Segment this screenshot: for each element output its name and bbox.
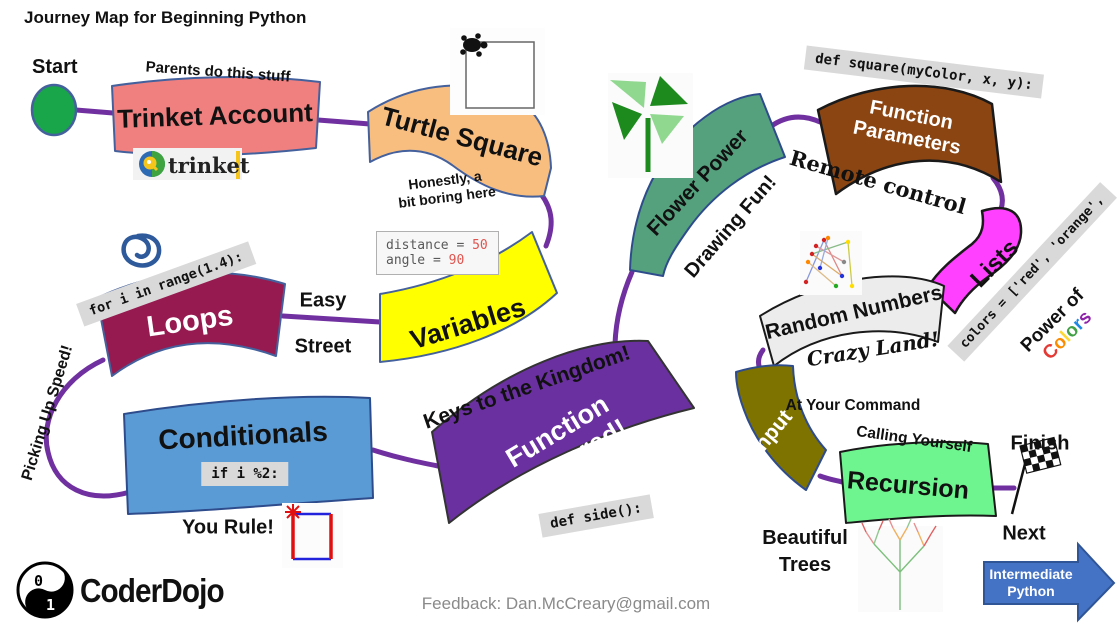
connector-variables-loops <box>280 313 383 325</box>
turtle-square-drawing-icon <box>450 28 545 115</box>
beautiful-trees-note: Beautiful Trees <box>762 525 848 579</box>
feedback-email: Feedback: Dan.McCreary@gmail.com <box>421 594 711 613</box>
coderdojo-wordmark: CoderDojo <box>80 572 225 609</box>
connector-paths <box>43 107 1017 499</box>
banner-recursion <box>839 441 997 524</box>
easy-label: Easy <box>299 289 347 312</box>
banner-function-parameters <box>816 84 1003 196</box>
loop-spiral-icon <box>121 233 162 268</box>
coderdojo-one: 1 <box>46 596 55 614</box>
banner-conditionals <box>123 395 374 515</box>
connector-trinket-turtle <box>315 117 373 127</box>
start-label: Start <box>32 56 78 78</box>
connector-functions-flower <box>612 269 635 347</box>
banner-function-powered <box>431 339 695 524</box>
beautiful-line1: Beautiful <box>762 527 848 549</box>
next-arrow-line2: Python <box>1007 583 1055 599</box>
finish-label: Finish <box>1010 432 1070 455</box>
variables-code-box: distance = 50 angle = 90 <box>376 231 499 275</box>
start-circle <box>30 83 78 137</box>
page-title: Journey Map for Beginning Python <box>24 8 307 27</box>
you-rule-square-drawing-icon <box>282 503 343 568</box>
checkered-flag-icon <box>1010 436 1062 515</box>
if-mod-code: if i %2: <box>201 462 289 486</box>
coderdojo-zero: 0 <box>34 572 43 590</box>
connector-start-trinket <box>73 107 116 116</box>
fractal-tree-icon <box>858 518 943 612</box>
next-arrow-line1: Intermediate <box>989 566 1073 582</box>
at-your-command-note: At Your Command <box>785 397 921 414</box>
trinket-logo-text: trinket <box>168 153 250 178</box>
connector-loops-conditionals <box>43 357 133 499</box>
banner-input <box>735 364 827 491</box>
trinket-logo: trinket <box>133 148 250 180</box>
coderdojo-yinyang-logo: 0 1 <box>16 561 74 619</box>
street-label: Street <box>294 335 352 358</box>
next-arrow-label: Intermediate Python <box>989 566 1072 600</box>
banner-lists <box>926 206 1023 315</box>
next-label: Next <box>1002 522 1046 545</box>
random-scatter-plot-icon <box>800 231 862 295</box>
angle-code-line: angle = 90 <box>386 253 465 268</box>
next-arrow <box>983 541 1116 623</box>
flower-pinwheel-icon <box>608 73 693 178</box>
banner-variables <box>379 231 558 363</box>
connector-flower-params <box>767 114 823 130</box>
you-rule-note: You Rule! <box>182 516 274 539</box>
connector-input-recursion <box>817 473 845 485</box>
connector-turtle-variables <box>538 191 554 249</box>
connector-conditionals-functions <box>370 447 441 469</box>
distance-code-line: distance = 50 <box>386 238 488 253</box>
beautiful-line2: Trees <box>778 554 832 576</box>
